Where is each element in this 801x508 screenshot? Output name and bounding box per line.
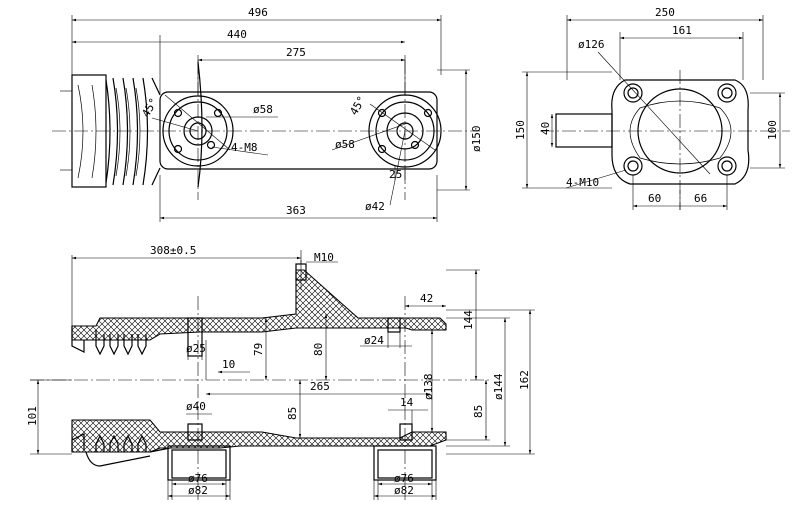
dim-161: 161	[672, 24, 692, 37]
section-view: 308±0.5 M10 42 144 ø25 79 80 ø24 10 265 …	[26, 244, 535, 500]
dim-42: 42	[420, 292, 433, 305]
dim-85-left: 85	[286, 407, 299, 420]
dim-100: 100	[766, 120, 779, 140]
dim-101: 101	[26, 406, 39, 426]
dim-308: 308±0.5	[150, 244, 196, 257]
dim-162: 162	[518, 370, 531, 390]
dim-dia-138: ø138	[422, 374, 435, 401]
end-view: 250 161 ø126 150 40 100	[514, 6, 790, 210]
dim-dia-25: ø25	[186, 342, 206, 355]
dim-60: 60	[648, 192, 661, 205]
dim-dia-126: ø126	[578, 38, 605, 51]
dim-250: 250	[655, 6, 675, 19]
dim-85-right: 85	[472, 405, 485, 418]
dim-dia-76-right: ø76	[394, 472, 414, 485]
dim-150-end: 150	[514, 120, 527, 140]
dim-dia-150-top: ø150	[470, 126, 483, 153]
dim-275: 275	[286, 46, 306, 59]
dim-dia-82-right: ø82	[394, 484, 414, 497]
top-view: 496 440 275 363	[52, 6, 483, 222]
dim-363: 363	[286, 204, 306, 217]
dim-dia-76-left: ø76	[188, 472, 208, 485]
dim-10: 10	[222, 358, 235, 371]
thread-m10: M10	[314, 251, 334, 264]
dim-265: 265	[310, 380, 330, 393]
dim-440: 440	[227, 28, 247, 41]
dim-dia-40: ø40	[186, 400, 206, 413]
dim-66: 66	[694, 192, 707, 205]
dim-dia-24: ø24	[364, 334, 384, 347]
dim-144-top: 144	[462, 310, 475, 330]
dim-dia-82-left: ø82	[188, 484, 208, 497]
angle-45-right: 45°	[347, 94, 368, 118]
dim-496: 496	[248, 6, 268, 19]
dim-dia-42: ø42	[365, 200, 385, 213]
bolt-label-4-m8: 4-M8	[231, 141, 258, 154]
dim-25: 25	[389, 168, 402, 181]
dim-14: 14	[400, 396, 414, 409]
dim-79: 79	[252, 343, 265, 356]
dim-80: 80	[312, 343, 325, 356]
angle-45-left: 45°	[139, 96, 160, 120]
dim-dia-58-left: ø58	[253, 103, 273, 116]
dim-dia-144: ø144	[492, 373, 505, 400]
dim-dia-58-right: ø58	[335, 138, 355, 151]
dim-40: 40	[539, 122, 552, 135]
bolt-label-4-m10: 4-M10	[566, 176, 599, 189]
